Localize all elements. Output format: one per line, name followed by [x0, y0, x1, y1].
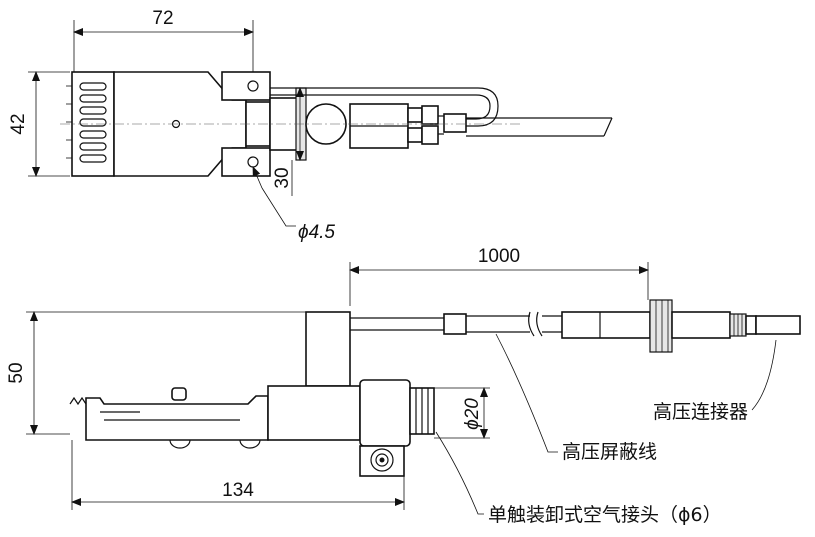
- top-view: 72 42: [8, 8, 613, 243]
- hose-clip: [443, 113, 467, 133]
- hole-diameter-label: ϕ4.5: [298, 222, 335, 243]
- dim-42-label: 42: [8, 113, 29, 134]
- mount-hole-top: [247, 80, 259, 92]
- fitting-bottom-nut: [421, 125, 439, 145]
- cable-clip: [443, 313, 467, 335]
- connector-collar: [745, 315, 757, 335]
- air-fitting-label: 单触装卸式空气接头（ϕ6）: [488, 504, 722, 526]
- cable-break: [528, 311, 543, 337]
- connector-pin: [755, 315, 801, 335]
- dim-phi20-label: ϕ20: [462, 398, 483, 430]
- fitting-top-nut: [421, 105, 439, 125]
- connector-nut: [649, 299, 673, 353]
- top-knob: [171, 387, 187, 401]
- cable-leader: [495, 333, 558, 453]
- gun-rear-body: [267, 385, 361, 441]
- dim-50-label: 50: [6, 362, 27, 383]
- connector-sleeve: [671, 311, 731, 339]
- hv-cable-label: 高压屏蔽线: [562, 441, 657, 463]
- clamp-ring: [359, 379, 411, 447]
- dim-72-label: 72: [152, 8, 173, 29]
- air-hose-outer: [270, 87, 499, 127]
- nozzle-tip: [69, 396, 87, 406]
- bottom-foot-1: [169, 439, 191, 449]
- mount-ear-top: [221, 71, 271, 101]
- mount-ear-bottom: [221, 147, 271, 177]
- dim-134-label: 134: [222, 480, 254, 501]
- dim-30-label: 30: [272, 167, 293, 188]
- hv-cable-top: [466, 117, 612, 137]
- hv-connector-label: 高压连接器: [653, 401, 748, 423]
- bottom-foot-2: [239, 439, 261, 449]
- grip-slots: [79, 82, 107, 163]
- gun-barrel: [85, 395, 269, 441]
- fitting-top: [407, 107, 423, 123]
- dim-1000-label: 1000: [478, 246, 520, 267]
- hole-leader: [261, 187, 296, 227]
- connector-body: [561, 311, 651, 339]
- bolt-inner: [375, 453, 389, 467]
- fitting-leader: [435, 431, 484, 515]
- post: [305, 311, 351, 387]
- side-view: 1000 50 ϕ20: [6, 246, 801, 526]
- bolt-center: [379, 457, 385, 463]
- fitting-bottom: [407, 127, 423, 143]
- bolt-outer: [370, 448, 394, 472]
- connector-leader: [751, 339, 777, 411]
